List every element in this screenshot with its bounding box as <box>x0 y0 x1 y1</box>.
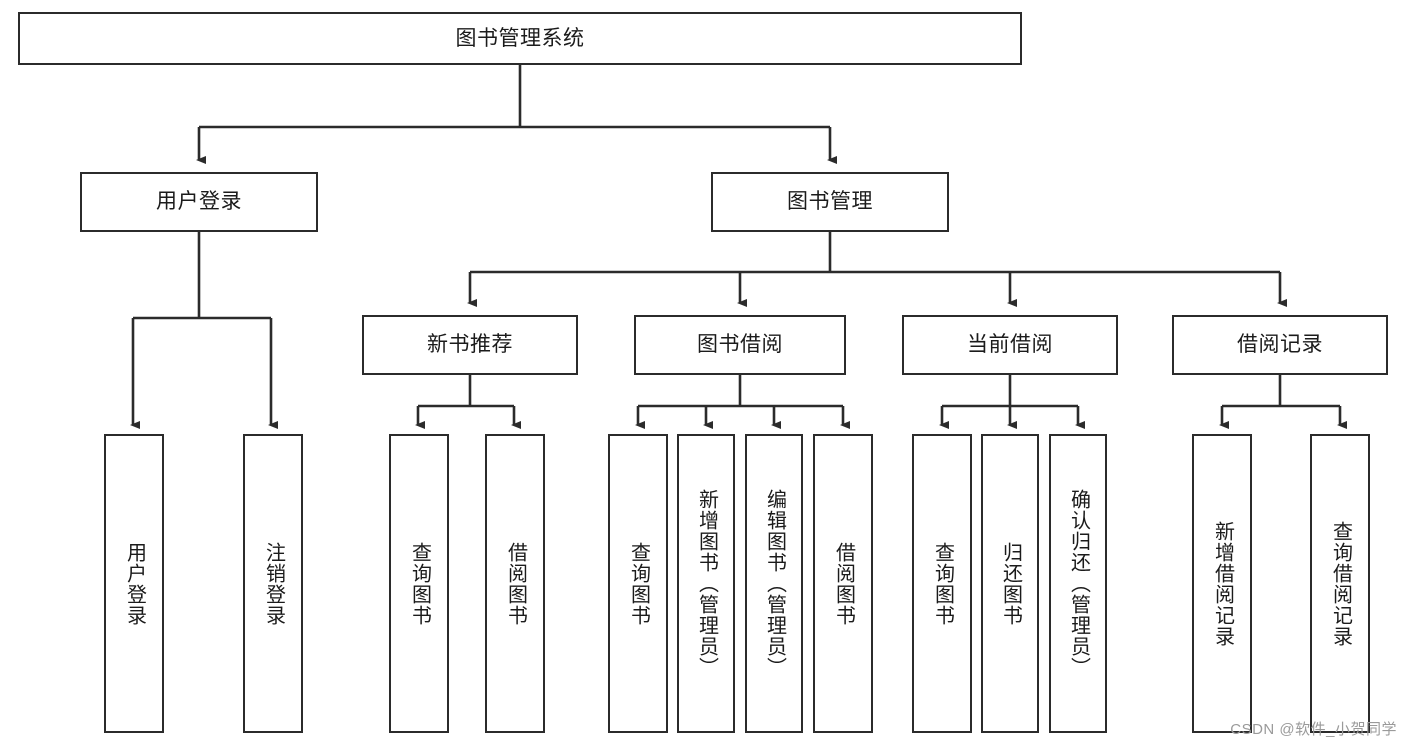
node-new-book-recommend[interactable]: 新书推荐 <box>362 315 578 375</box>
leaf-label: 查询图书 <box>408 541 431 626</box>
leaf-label: 查询借阅记录 <box>1329 520 1352 647</box>
node-book-management[interactable]: 图书管理 <box>711 172 949 232</box>
leaf-user-login-signout[interactable]: 注销登录 <box>243 434 303 733</box>
leaf-label: 新增图书（管理员） <box>695 489 718 678</box>
leaf-label: 借阅图书 <box>832 541 855 626</box>
leaf-label: 查询图书 <box>627 541 650 626</box>
leaf-label: 注销登录 <box>262 541 285 626</box>
node-borrow-record[interactable]: 借阅记录 <box>1172 315 1388 375</box>
leaf-label: 确认归还（管理员） <box>1067 489 1090 678</box>
node-user-login[interactable]: 用户登录 <box>80 172 318 232</box>
leaf-user-login-signin[interactable]: 用户登录 <box>104 434 164 733</box>
leaf-label: 用户登录 <box>123 541 146 626</box>
leaf-current-query-book[interactable]: 查询图书 <box>912 434 972 733</box>
node-book-borrow[interactable]: 图书借阅 <box>634 315 846 375</box>
leaf-current-return-book[interactable]: 归还图书 <box>981 434 1039 733</box>
node-root-system[interactable]: 图书管理系统 <box>18 12 1022 65</box>
leaf-current-confirm-return[interactable]: 确认归还（管理员） <box>1049 434 1107 733</box>
leaf-label: 借阅图书 <box>504 541 527 626</box>
leaf-label: 归还图书 <box>999 541 1022 626</box>
leaf-new-book-query[interactable]: 查询图书 <box>389 434 449 733</box>
leaf-label: 新增借阅记录 <box>1211 520 1234 647</box>
leaf-new-book-borrow[interactable]: 借阅图书 <box>485 434 545 733</box>
leaf-record-query[interactable]: 查询借阅记录 <box>1310 434 1370 733</box>
leaf-borrow-add-book[interactable]: 新增图书（管理员） <box>677 434 735 733</box>
leaf-label: 编辑图书（管理员） <box>763 489 786 678</box>
watermark-text: CSDN @软件_小贺同学 <box>1230 721 1397 738</box>
leaf-borrow-edit-book[interactable]: 编辑图书（管理员） <box>745 434 803 733</box>
leaf-record-add[interactable]: 新增借阅记录 <box>1192 434 1252 733</box>
leaf-borrow-borrow-book[interactable]: 借阅图书 <box>813 434 873 733</box>
node-current-borrow[interactable]: 当前借阅 <box>902 315 1118 375</box>
leaf-borrow-query-book[interactable]: 查询图书 <box>608 434 668 733</box>
leaf-label: 查询图书 <box>931 541 954 626</box>
